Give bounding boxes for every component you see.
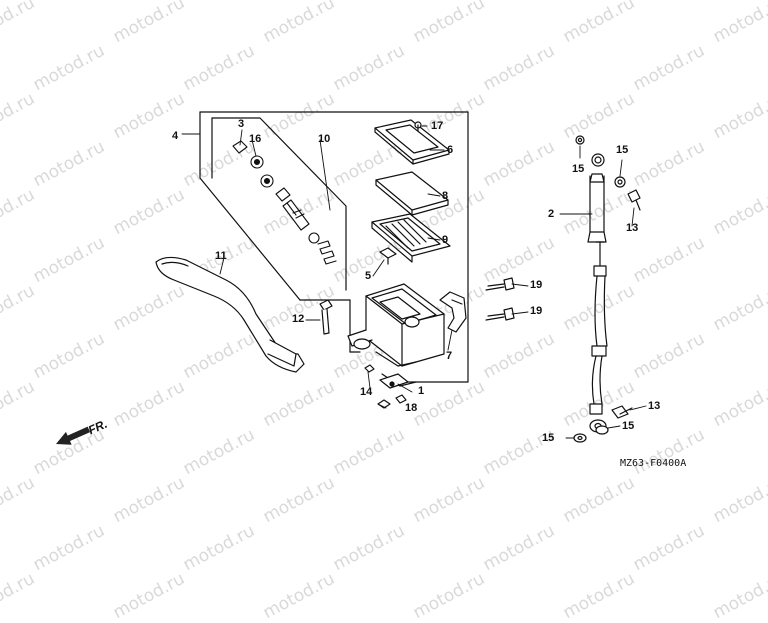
part-label: 9 — [442, 234, 449, 246]
piston-kit-outline — [211, 117, 347, 291]
brake-lever-11 — [155, 256, 305, 373]
front-direction-arrow — [56, 426, 91, 445]
part-label: 3 — [238, 118, 245, 130]
diaphragm-plate — [375, 171, 449, 216]
part-label: 19 — [530, 279, 543, 291]
watermark-text: motod.ru — [709, 568, 768, 623]
part-label: 13 — [626, 222, 639, 234]
watermark-text: motod.ru — [559, 568, 639, 623]
part-label: 15 — [572, 163, 585, 175]
part-label: 15 — [542, 432, 555, 444]
washers-and-bolts — [573, 135, 641, 443]
part-label: 10 — [318, 133, 331, 145]
part-label: 5 — [365, 270, 372, 282]
part-label: 15 — [616, 144, 629, 156]
part-label: 2 — [548, 208, 555, 220]
brake-hose-2 — [587, 153, 608, 433]
part-label: 19 — [530, 305, 543, 317]
screw-5 — [379, 247, 397, 265]
part-label: 6 — [447, 144, 454, 156]
part-label: 17 — [431, 120, 444, 132]
master-cylinder-body — [347, 283, 445, 387]
part-label: 11 — [215, 250, 227, 262]
watermark-text: motod.ru — [259, 568, 339, 623]
pivot-bolt-12 — [319, 299, 333, 335]
holder-7 — [439, 291, 467, 333]
part-label: 1 — [418, 385, 425, 397]
diaphragm — [371, 213, 451, 263]
assembly-outline — [199, 111, 469, 383]
diagram-code: MZ63-F0400A — [620, 458, 687, 469]
part-label: 18 — [405, 402, 418, 414]
watermark-text: motod.ru — [0, 568, 39, 623]
part-label: 12 — [292, 313, 305, 325]
diagram-drawing — [56, 111, 647, 445]
watermark-text: motod.ru — [409, 568, 489, 623]
part-label: 13 — [648, 400, 661, 412]
screw-17 — [414, 121, 422, 132]
part-label: 7 — [446, 350, 453, 362]
part-label: 4 — [172, 130, 179, 142]
switch-group — [364, 364, 409, 409]
part-label: 8 — [442, 190, 449, 202]
part-label: 16 — [249, 133, 262, 145]
leader-lines — [181, 125, 647, 439]
part-label: 15 — [622, 420, 635, 432]
piston-kit-parts — [232, 140, 337, 265]
bolts-19 — [485, 277, 515, 321]
watermark-text: motod.ru — [109, 568, 189, 623]
part-label: 14 — [360, 386, 373, 398]
